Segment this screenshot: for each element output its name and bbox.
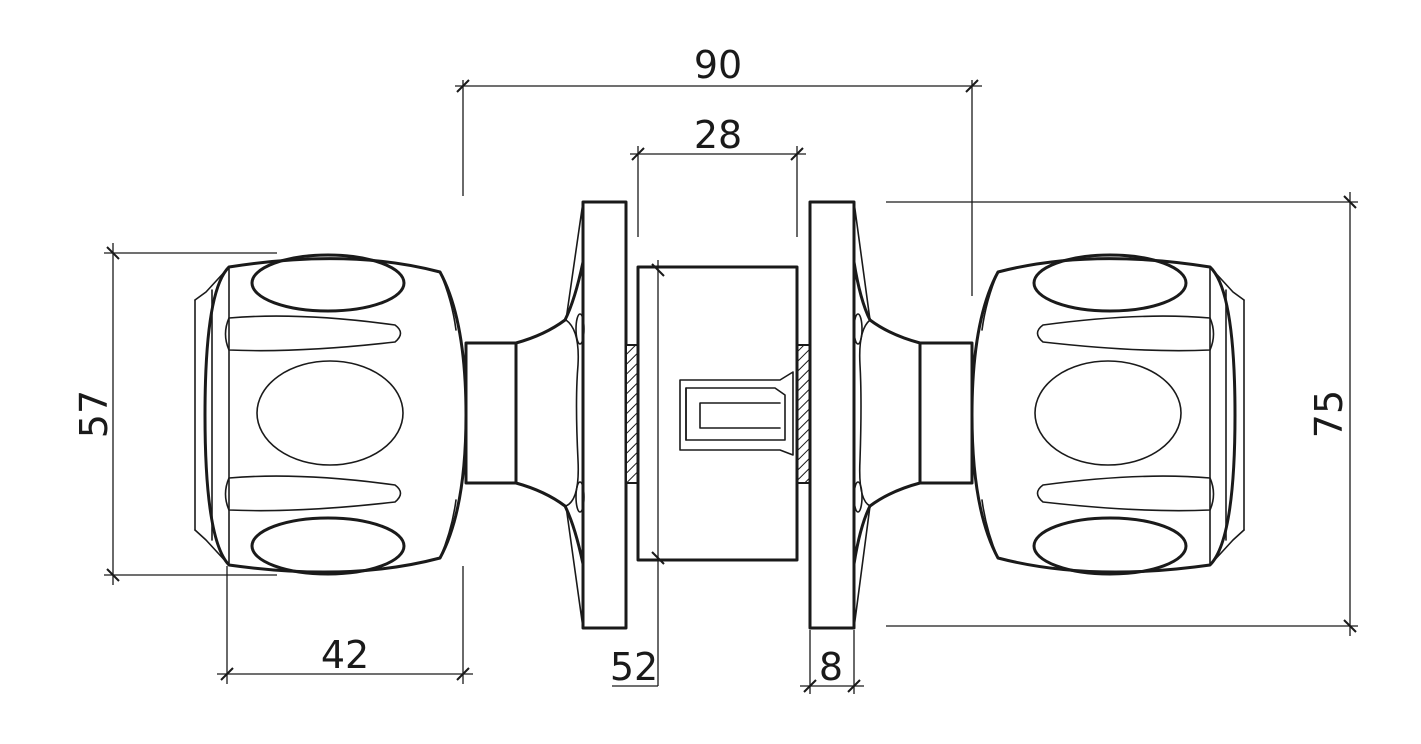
dimension-knob-length: 42 [217,566,473,684]
dimension-label-52: 52 [610,645,658,689]
right-rose [808,200,871,630]
dimension-label-75: 75 [1307,390,1351,438]
left-neck [464,260,585,566]
right-knob [970,253,1245,576]
dimension-rose-thickness: 8 [800,630,864,694]
dimension-overall-length: 90 [455,43,982,296]
dimension-rose-diameter: 75 [886,192,1358,636]
dimension-knob-diameter: 57 [72,243,277,585]
dimension-label-57: 57 [72,390,116,438]
dimension-label-28: 28 [694,113,742,157]
left-knob [194,253,468,576]
dimension-label-90: 90 [694,43,742,87]
dimension-label-8: 8 [819,645,843,689]
dimension-body-width: 28 [630,113,806,237]
latch-body [625,265,811,562]
right-neck [852,260,974,566]
left-rose [565,200,628,630]
dimension-backset: 52 [610,260,665,689]
dimension-label-42: 42 [321,633,369,677]
